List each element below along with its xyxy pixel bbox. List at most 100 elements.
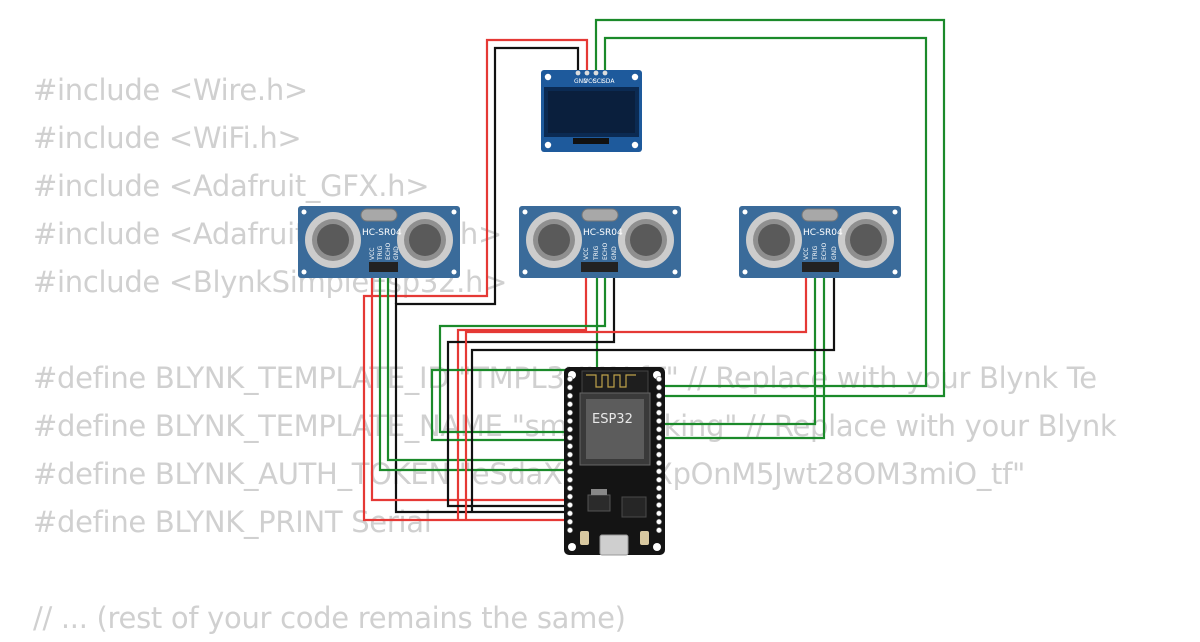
- esp32-pin: [567, 476, 573, 483]
- mount-hole: [522, 209, 528, 215]
- esp32-pin: [567, 485, 573, 492]
- sensor-pin-label: TRIG: [812, 245, 819, 261]
- esp32-left-pins: [567, 376, 573, 534]
- mount-hole: [544, 141, 552, 149]
- wire-oled-vcc: [362, 38, 589, 522]
- wire-s3-vcc: [464, 277, 808, 520]
- code-line: #include <BlynkSimpleEsp32.h>: [33, 265, 508, 299]
- esp32-pin: [656, 485, 662, 492]
- esp32-pin: [656, 426, 662, 433]
- esp32-pin: [656, 518, 662, 525]
- oled-pin-label: SDA: [602, 78, 615, 85]
- sensor-pin-label: TRIG: [377, 245, 384, 261]
- sensor-pin-label: ECHO: [602, 243, 609, 260]
- esp32-pin: [567, 527, 573, 534]
- sensor-pin-label: TRIG: [593, 245, 600, 261]
- esp32-pin: [656, 409, 662, 416]
- esp32-pin: [567, 460, 573, 466]
- sensor-pin-label: VCC: [583, 248, 590, 260]
- esp32-pin: [656, 443, 662, 450]
- crystal: [360, 208, 398, 222]
- mount-hole: [568, 543, 576, 551]
- oled-pin-label: GND: [574, 78, 588, 85]
- code-line: // ... (rest of your code remains the sa…: [33, 601, 626, 635]
- esp32-right-pins: [656, 376, 662, 534]
- wire-s2-gnd: [446, 277, 616, 508]
- esp32-pin: [656, 502, 662, 508]
- esp32-pin: [567, 434, 573, 441]
- oled-pin: [584, 70, 590, 76]
- esp32-pin: [656, 392, 662, 399]
- esp32-pin: [656, 376, 662, 382]
- sensor-pin-label: VCC: [803, 248, 810, 260]
- esp32-pin: [656, 493, 662, 500]
- esp32-pin: [567, 409, 573, 416]
- esp32-pin: [567, 518, 573, 525]
- crystal: [801, 208, 839, 222]
- esp32-pin: [567, 451, 573, 458]
- wire-oled-scl: [594, 18, 946, 398]
- mount-hole: [451, 269, 457, 275]
- wire-oled-gnd: [394, 46, 580, 514]
- sensor-pin-label: GND: [831, 246, 838, 260]
- esp32-pin: [567, 426, 573, 433]
- mount-hole: [742, 209, 748, 215]
- mount-hole: [742, 269, 748, 275]
- esp32-pin: [656, 460, 662, 466]
- mount-hole: [892, 209, 898, 215]
- esp32-pin: [567, 418, 573, 424]
- esp32-shield: [586, 399, 644, 459]
- oled-pin: [575, 70, 581, 76]
- esp32-pin: [567, 376, 573, 382]
- oled-pin: [602, 70, 608, 76]
- wire-oled-sda: [603, 36, 928, 388]
- oled-ribbon: [573, 138, 609, 144]
- oled-display: GND VCC SCL SDA: [541, 70, 642, 152]
- esp32-pin: [656, 527, 662, 534]
- sensor-header: [802, 262, 839, 272]
- esp32-pin: [567, 443, 573, 450]
- sensor-label: HC-SR04: [803, 228, 843, 238]
- mount-hole: [301, 209, 307, 215]
- mount-hole: [301, 269, 307, 275]
- sensor-header: [581, 262, 618, 272]
- wire-s2-vcc: [456, 277, 588, 520]
- esp32-pin: [656, 384, 662, 391]
- esp32-pin: [567, 392, 573, 399]
- reset-button: [640, 531, 649, 545]
- wire-s1-vcc: [370, 277, 568, 502]
- esp32-pin: [567, 510, 573, 517]
- ultrasonic-sensor-2: HC-SR04 VCC TRIG ECHO GND: [519, 206, 681, 278]
- esp32-pin: [656, 434, 662, 441]
- mount-hole: [544, 73, 552, 81]
- mount-hole: [892, 269, 898, 275]
- mount-hole: [631, 141, 639, 149]
- oled-pin: [593, 70, 599, 76]
- wire-s2-trig: [430, 277, 599, 442]
- sensor-pin-label: ECHO: [385, 243, 392, 260]
- esp32-pin: [567, 493, 573, 500]
- code-line: #define BLYNK_PRINT Serial: [33, 505, 432, 539]
- boot-button: [580, 531, 589, 545]
- esp32-label: ESP32: [592, 412, 633, 427]
- mount-hole: [451, 209, 457, 215]
- mount-hole: [672, 209, 678, 215]
- sensor-pin-label: VCC: [369, 248, 376, 260]
- esp32-pin: [567, 502, 573, 508]
- esp32-pin: [656, 510, 662, 517]
- wire-s2-echo: [438, 277, 607, 434]
- code-line: #include <WiFi.h>: [33, 121, 302, 155]
- wire-s3-trig: [660, 277, 817, 426]
- crystal: [581, 208, 619, 222]
- esp32-pin: [567, 384, 573, 391]
- mount-hole: [631, 73, 639, 81]
- wires: [362, 18, 946, 522]
- voltage-regulator: [587, 494, 611, 512]
- wire-s3-echo: [660, 277, 826, 440]
- wire-s3-gnd: [470, 277, 836, 512]
- esp32-pin: [656, 451, 662, 458]
- oled-pin-label: SCL: [593, 78, 605, 85]
- mount-hole: [522, 269, 528, 275]
- oled-pin-label: VCC: [584, 78, 596, 85]
- code-line: #include <Wire.h>: [33, 73, 308, 107]
